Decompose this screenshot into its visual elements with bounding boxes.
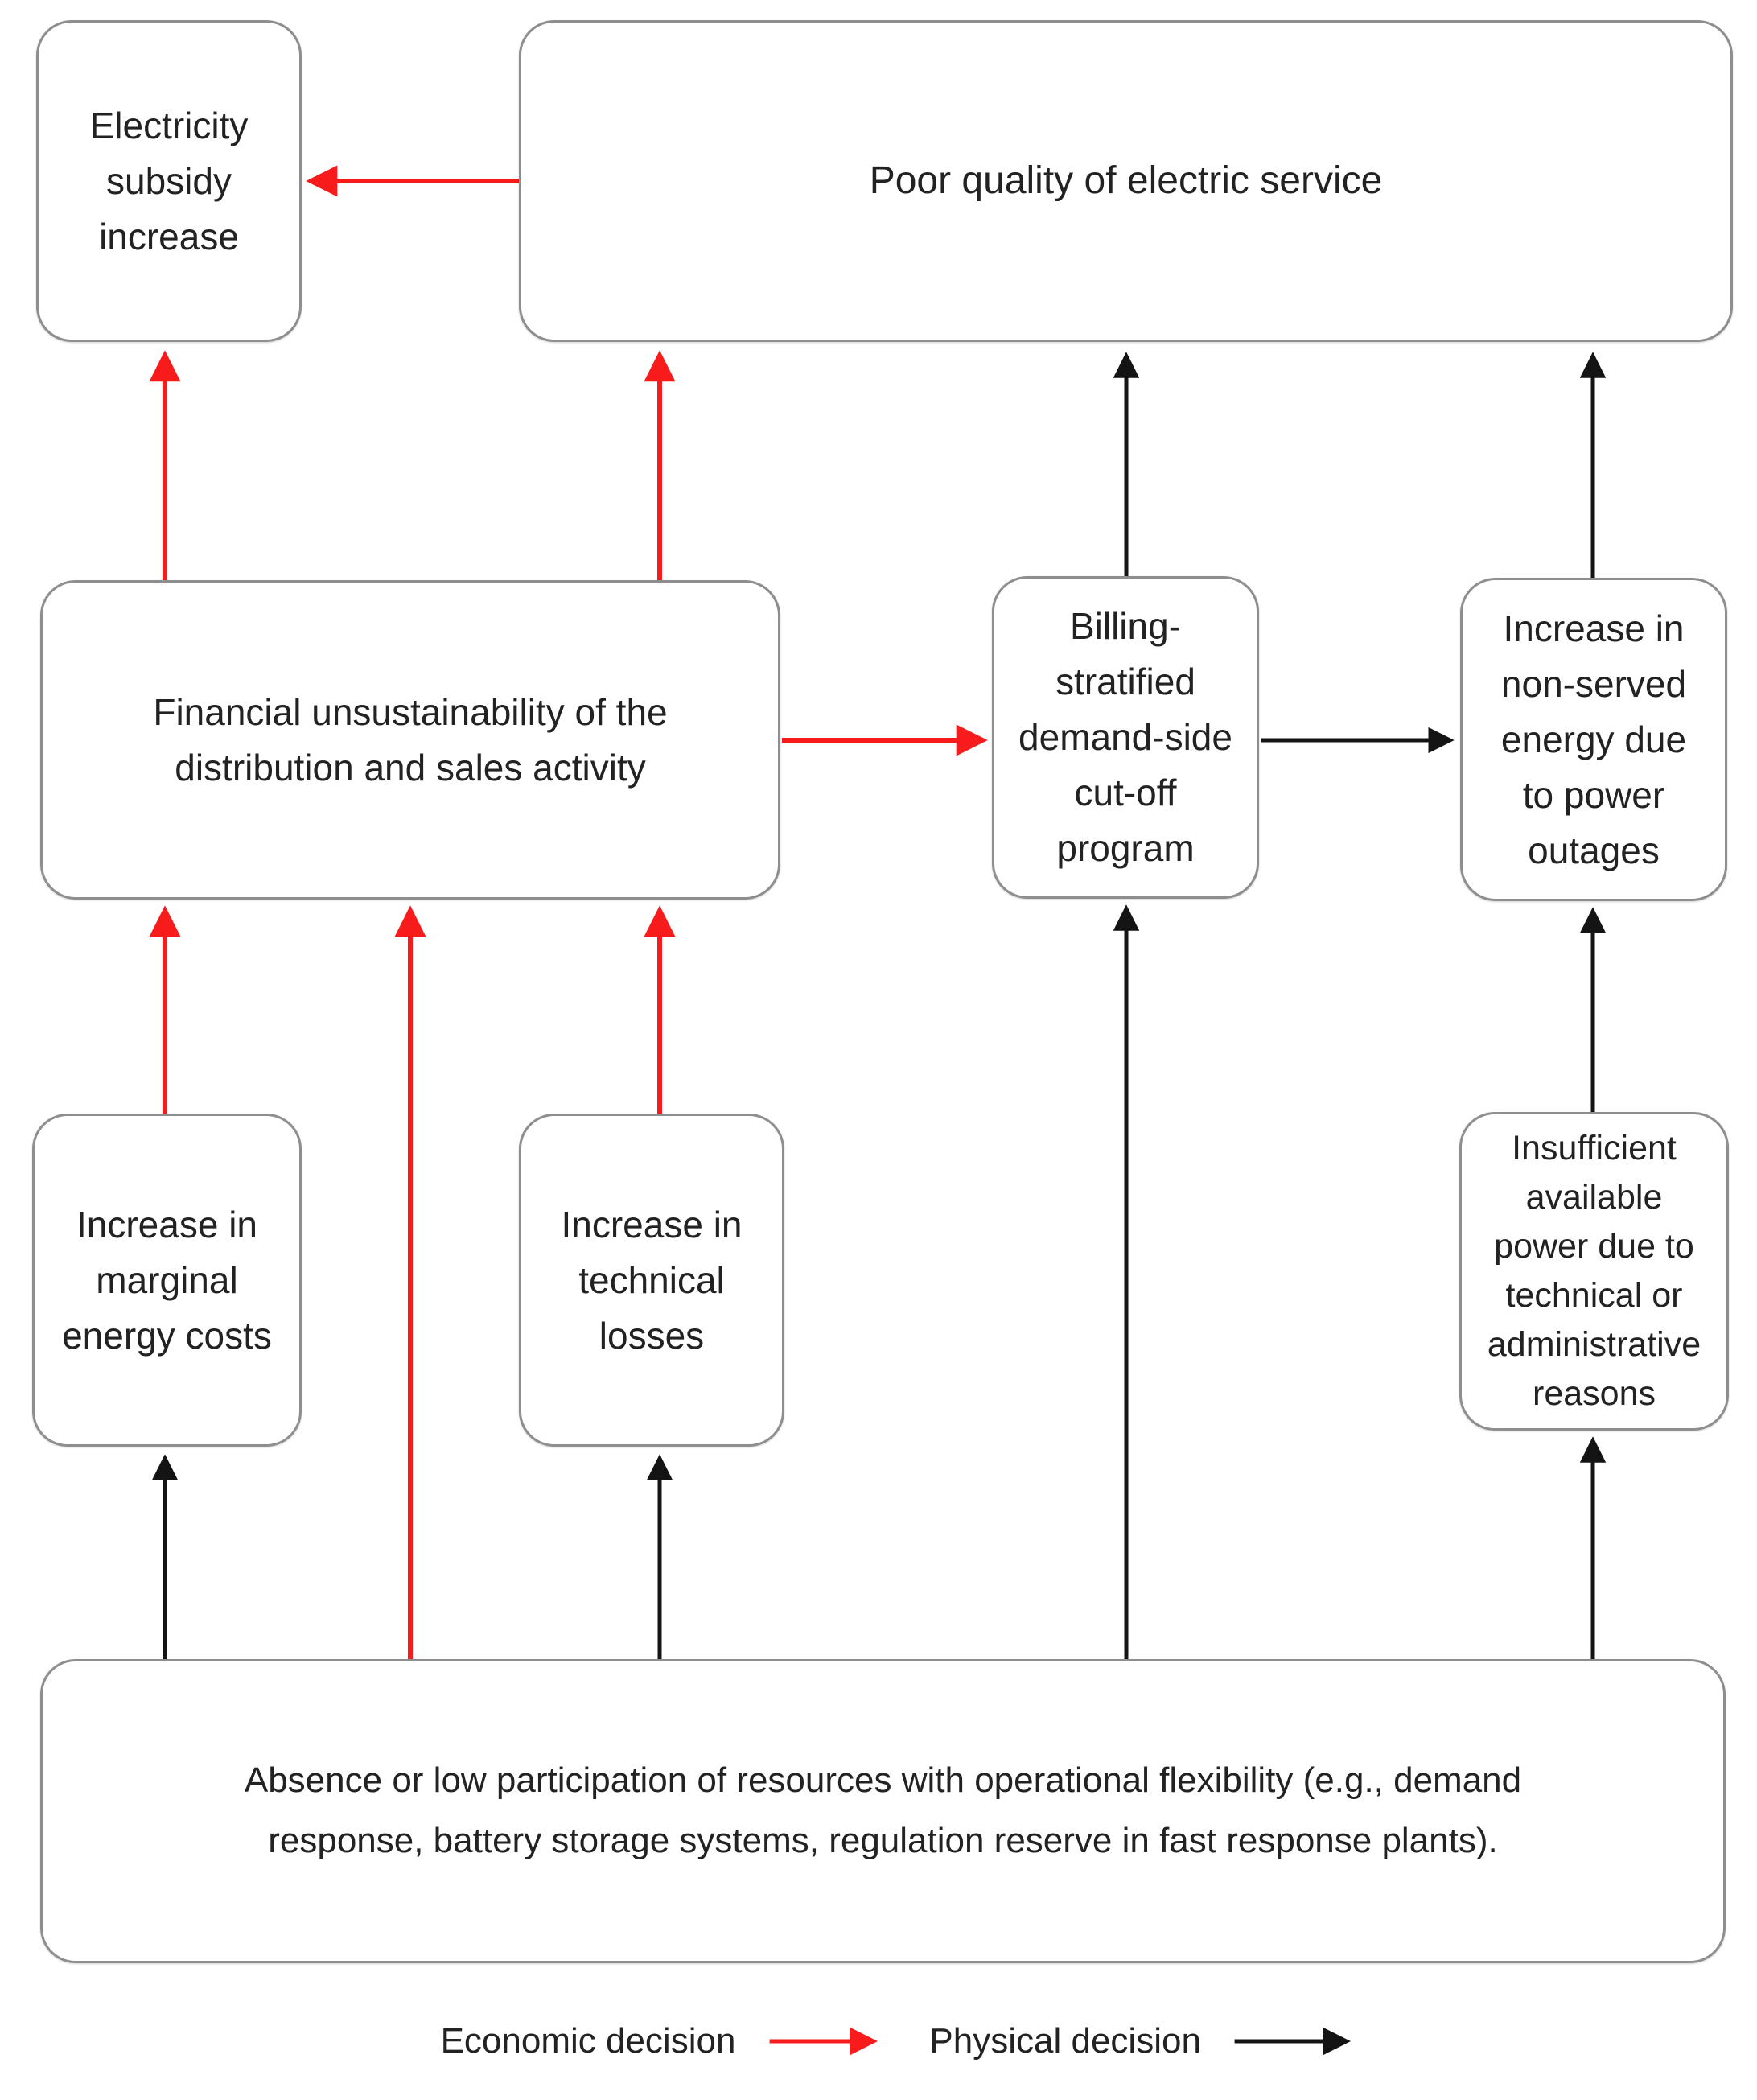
legend: Economic decision Physical decision: [441, 2021, 1372, 2061]
node-label: Electricity subsidy increase: [89, 104, 249, 257]
node-financial: Financial unsustainability of the distri…: [40, 580, 780, 900]
node-label: Increase in non-served energy due to pow…: [1500, 607, 1687, 871]
node-label: Billing- stratified demand-side cut-off …: [1018, 605, 1232, 869]
node-non-served: Increase in non-served energy due to pow…: [1460, 578, 1727, 901]
physical-arrow-icon: [1234, 2027, 1352, 2056]
node-low-flexibility: Absence or low participation of resource…: [40, 1659, 1726, 1963]
node-electricity-subsidy: Electricity subsidy increase: [36, 20, 302, 342]
node-label: Financial unsustainability of the distri…: [153, 690, 668, 789]
node-label: Increase in marginal energy costs: [62, 1203, 272, 1357]
node-marginal-costs: Increase in marginal energy costs: [32, 1114, 302, 1447]
legend-physical-label: Physical decision: [929, 2021, 1201, 2061]
node-technical-losses: Increase in technical losses: [519, 1114, 784, 1447]
node-label: Insufficient available power due to tech…: [1487, 1128, 1701, 1414]
node-insufficient-power: Insufficient available power due to tech…: [1459, 1112, 1729, 1431]
economic-arrow-icon: [769, 2027, 878, 2056]
node-label: Absence or low participation of resource…: [244, 1760, 1522, 1860]
node-billing: Billing- stratified demand-side cut-off …: [992, 576, 1259, 899]
node-label: Poor quality of electric service: [869, 159, 1383, 202]
node-poor-quality: Poor quality of electric service: [519, 20, 1733, 342]
node-label: Increase in technical losses: [561, 1203, 743, 1357]
legend-economic-label: Economic decision: [440, 2021, 736, 2061]
